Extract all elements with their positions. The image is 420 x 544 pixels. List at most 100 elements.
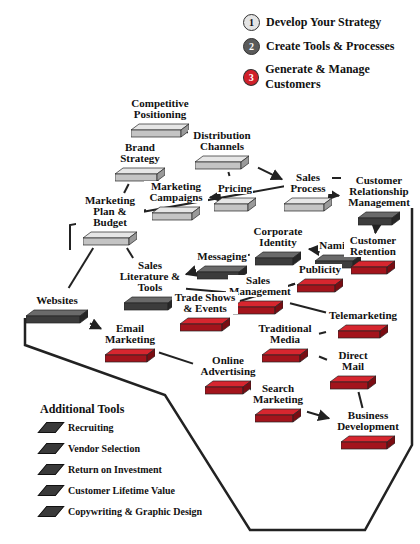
tile-face [341, 436, 395, 442]
legend-text: Develop Your Strategy [266, 15, 381, 30]
tile-face [380, 325, 388, 338]
tile-face [124, 303, 168, 310]
tile-face [222, 318, 230, 331]
block-tile [152, 206, 200, 221]
tile-face [338, 331, 380, 338]
step-label: Direct Mail [329, 350, 377, 372]
tile-face [197, 266, 247, 272]
block-tile [180, 317, 230, 332]
step-label: Search Marketing [251, 383, 305, 405]
marketing-step: Pricing [214, 178, 256, 212]
flow-connector [127, 248, 133, 258]
block-tile [262, 348, 308, 363]
callout-number: 2 [249, 41, 254, 52]
marketing-step: Trade Shows & Events [172, 292, 238, 332]
marketing-step: Brand Strategy [112, 142, 168, 182]
block-tile [83, 231, 137, 246]
tile-face [358, 218, 392, 225]
tile-face [115, 168, 165, 174]
legend-swatch: 1 [243, 14, 260, 31]
marketing-step: Distribution Channels [188, 130, 256, 170]
marketing-step: Marketing Campaigns [144, 181, 208, 221]
tile-face [195, 162, 241, 169]
tile-face [214, 204, 248, 211]
step-label: Email Marketing [103, 323, 157, 345]
block-tile [233, 300, 283, 315]
marketing-step: Business Development [331, 410, 405, 450]
tile-face [368, 376, 376, 389]
marketing-step: Customer Retention [344, 235, 402, 275]
step-label: Publicity [298, 264, 342, 275]
tile-face [341, 442, 387, 449]
step-label: Corporate Identity [249, 226, 307, 248]
legend-text: Generate & Manage Customers [265, 62, 420, 92]
block-tile [131, 123, 189, 138]
legend-swatch: 3 [243, 69, 259, 86]
step-label: Websites [35, 295, 79, 306]
tile-face [248, 198, 256, 211]
step-label: Messaging [196, 251, 248, 262]
step-label: Traditional Media [253, 323, 317, 345]
callout-number: 3 [249, 72, 254, 83]
marketing-step: Direct Mail [329, 350, 377, 390]
step-label: Customer Retention [344, 235, 402, 257]
block-tile [297, 278, 343, 293]
tile-face [205, 387, 243, 394]
block-tile [124, 296, 176, 311]
marketing-step: Competitive Positioning [124, 98, 196, 138]
flow-connector [90, 323, 101, 328]
flow-connector [334, 194, 339, 197]
tile-face [233, 307, 275, 314]
legend-text: Return on Investment [68, 464, 162, 475]
marketing-step: Traditional Media [253, 323, 317, 363]
marketing-step: Websites [26, 290, 88, 324]
block-tile [255, 251, 301, 266]
step-label: Sales Process [284, 172, 332, 194]
legend-text: Vendor Selection [68, 443, 140, 454]
tile-face [83, 238, 129, 245]
tile-face [129, 232, 137, 245]
tile-face [255, 415, 293, 422]
flow-connector [124, 184, 129, 193]
tile-face [351, 267, 387, 274]
flow-connector [159, 353, 193, 364]
block-tile [255, 408, 301, 423]
tile-face [300, 349, 308, 362]
legend-row: 2 Create Tools & Processes [243, 38, 395, 55]
tile-face [152, 213, 192, 220]
flow-connector [69, 248, 94, 288]
marketing-step: Customer Relationship Management [341, 175, 417, 226]
legend-swatch [37, 485, 64, 496]
marketing-step: Telemarketing [328, 305, 398, 339]
tile-face [243, 381, 251, 394]
tile-face [115, 174, 157, 181]
tile-face [80, 310, 88, 323]
legend-swatch: 2 [243, 38, 260, 55]
legend-swatch [37, 422, 64, 433]
marketing-step: Corporate Identity [249, 226, 307, 266]
legend-swatch [37, 443, 64, 454]
legend-text: Recruiting [68, 422, 114, 433]
flow-connector [309, 248, 313, 250]
step-label: Brand Strategy [112, 142, 168, 164]
tile-face [335, 279, 343, 292]
step-label: Marketing Plan & Budget [76, 195, 144, 228]
legend-row: 3 Generate & Manage Customers [243, 62, 420, 92]
tile-face [387, 261, 395, 274]
tile-face [255, 258, 293, 265]
step-label: Telemarketing [328, 310, 398, 321]
marketing-step: Publicity [297, 259, 343, 293]
block-tile [205, 380, 251, 395]
marketing-step: Email Marketing [103, 323, 157, 363]
tile-face [387, 436, 395, 449]
tile-face [330, 382, 368, 389]
tile-face [293, 409, 301, 422]
tile-face [26, 310, 88, 316]
legend-text: Create Tools & Processes [266, 39, 395, 54]
legend-row: Vendor Selection [42, 443, 140, 454]
tile-face [131, 130, 181, 137]
block-tile [214, 197, 256, 212]
legend-row: Recruiting [42, 422, 114, 433]
step-label: Distribution Channels [188, 130, 256, 152]
